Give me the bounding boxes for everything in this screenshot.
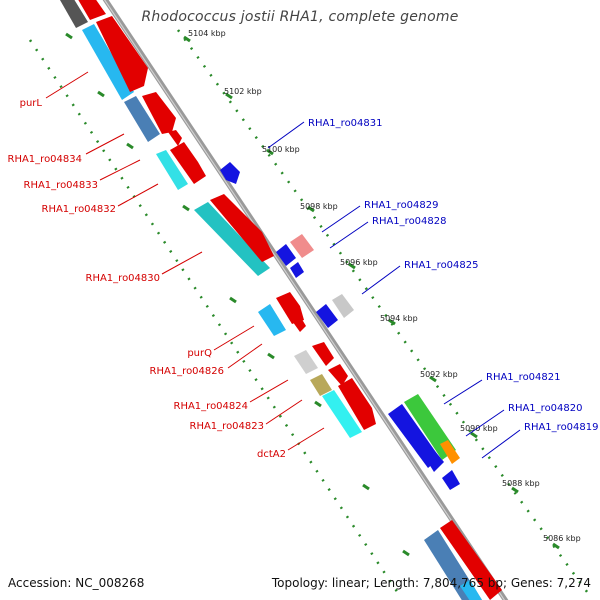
gene-label[interactable]: RHA1_ro04832 bbox=[42, 204, 117, 215]
gene-block[interactable] bbox=[460, 580, 482, 600]
gene-label[interactable]: dctA2 bbox=[257, 449, 286, 460]
gene-block[interactable] bbox=[332, 294, 354, 318]
gene-block[interactable] bbox=[124, 96, 160, 142]
gene-label[interactable]: RHA1_ro04819 bbox=[524, 422, 599, 433]
gene-block[interactable] bbox=[290, 316, 306, 332]
gene-block[interactable] bbox=[424, 450, 444, 472]
gene-block[interactable] bbox=[276, 292, 304, 324]
gene-block[interactable] bbox=[156, 150, 188, 190]
gene-block[interactable] bbox=[328, 364, 348, 386]
gene-block[interactable] bbox=[168, 130, 182, 146]
gene-block[interactable] bbox=[442, 470, 460, 490]
gene-label[interactable]: RHA1_ro04824 bbox=[174, 401, 249, 412]
gene-label[interactable]: RHA1_ro04829 bbox=[364, 200, 439, 211]
accession-text: Accession: NC_008268 bbox=[8, 576, 145, 590]
gene-block[interactable] bbox=[210, 194, 274, 262]
gene-label[interactable]: RHA1_ro04821 bbox=[486, 372, 561, 383]
gene-block[interactable] bbox=[96, 16, 148, 92]
gene-block[interactable] bbox=[294, 350, 318, 374]
gene-label[interactable]: RHA1_ro04823 bbox=[190, 421, 265, 432]
ruler-label: 5090 kbp bbox=[460, 424, 498, 433]
gene-block[interactable] bbox=[220, 162, 240, 184]
gene-block[interactable] bbox=[310, 374, 332, 396]
ruler-line-outer bbox=[176, 29, 592, 597]
ruler-label: 5102 kbp bbox=[224, 87, 262, 96]
gene-label[interactable]: RHA1_ro04834 bbox=[8, 154, 83, 165]
gene-block[interactable] bbox=[440, 440, 460, 464]
gene-block[interactable] bbox=[312, 342, 334, 366]
ruler-label: 5096 kbp bbox=[340, 258, 378, 267]
gene-block[interactable] bbox=[440, 520, 502, 600]
left-labels: purL RHA1_ro04834 RHA1_ro04833 RHA1_ro04… bbox=[8, 98, 287, 460]
ruler-label: 5104 kbp bbox=[188, 29, 226, 38]
gene-block[interactable] bbox=[290, 234, 314, 258]
gene-block[interactable] bbox=[194, 202, 270, 276]
right-labels: RHA1_ro04831 RHA1_ro04829 RHA1_ro04828 R… bbox=[308, 118, 599, 433]
ruler-label: 5086 kbp bbox=[543, 534, 581, 543]
left-genes bbox=[60, 0, 502, 600]
gene-block[interactable] bbox=[60, 0, 88, 28]
gene-block[interactable] bbox=[338, 378, 376, 430]
gene-label[interactable]: RHA1_ro04831 bbox=[308, 118, 383, 129]
gene-label[interactable]: RHA1_ro04820 bbox=[508, 403, 583, 414]
genome-summary: Topology: linear; Length: 7,804,765 bp; … bbox=[271, 576, 591, 590]
gene-block[interactable] bbox=[142, 92, 176, 134]
ruler-label: 5088 kbp bbox=[502, 479, 540, 488]
ruler-label: 5100 kbp bbox=[262, 145, 300, 154]
genome-backbone bbox=[102, 0, 509, 600]
gene-block[interactable] bbox=[290, 262, 304, 278]
gene-label[interactable]: RHA1_ro04830 bbox=[86, 273, 161, 284]
gene-label[interactable]: purQ bbox=[187, 348, 212, 359]
gene-label[interactable]: purL bbox=[20, 98, 43, 109]
right-label-leaders bbox=[267, 121, 521, 459]
left-label-leaders bbox=[45, 71, 325, 451]
genome-backbone-highlight bbox=[103, 0, 506, 600]
ruler-label: 5094 kbp bbox=[380, 314, 418, 323]
gene-block[interactable] bbox=[76, 0, 106, 20]
gene-block[interactable] bbox=[276, 244, 296, 266]
ruler-line-inner bbox=[28, 39, 402, 597]
gene-label[interactable]: RHA1_ro04826 bbox=[150, 366, 225, 377]
gene-block[interactable] bbox=[388, 404, 440, 468]
gene-block[interactable] bbox=[322, 390, 362, 438]
genome-title: Rhodococcus jostii RHA1, complete genome bbox=[141, 9, 459, 25]
ruler-labels: 5104 kbp 5102 kbp 5100 kbp 5098 kbp 5096… bbox=[188, 29, 581, 543]
ruler-label: 5092 kbp bbox=[420, 370, 458, 379]
gene-block[interactable] bbox=[258, 304, 286, 336]
gene-block[interactable] bbox=[316, 304, 338, 328]
left-tick-group bbox=[65, 32, 410, 557]
right-genes bbox=[220, 162, 460, 490]
right-tick-group bbox=[183, 35, 560, 550]
ruler-label: 5098 kbp bbox=[300, 202, 338, 211]
gene-block[interactable] bbox=[170, 142, 206, 184]
gene-label[interactable]: RHA1_ro04833 bbox=[24, 180, 99, 191]
gene-label[interactable]: RHA1_ro04825 bbox=[404, 260, 479, 271]
gene-block[interactable] bbox=[82, 24, 134, 100]
gene-label[interactable]: RHA1_ro04828 bbox=[372, 216, 447, 227]
